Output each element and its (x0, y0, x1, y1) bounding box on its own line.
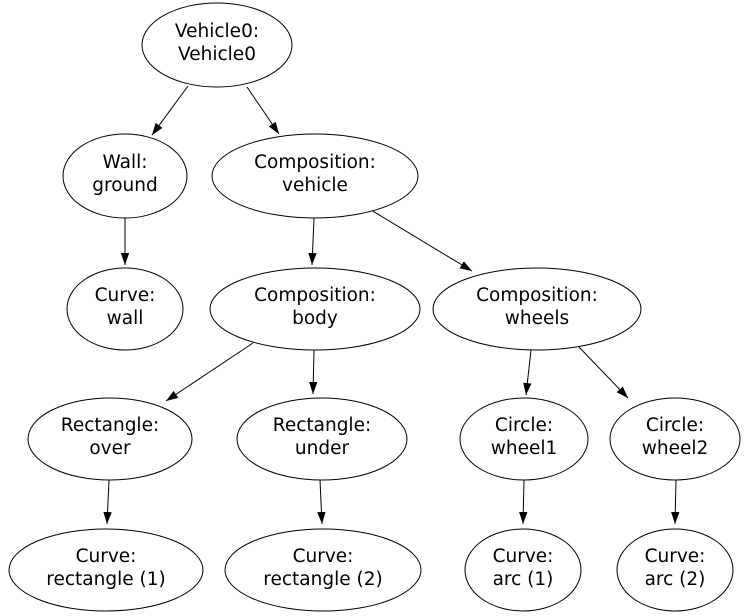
graph-node-circle-wheel1: Circle: wheel1 (459, 397, 589, 481)
node-label-line2: wheel2 (642, 438, 709, 459)
node-ellipse (27, 397, 193, 481)
node-label-line1: Circle: (495, 415, 553, 436)
node-ellipse (609, 397, 741, 481)
node-ellipse (236, 397, 408, 481)
node-ellipse (66, 267, 184, 351)
edge-circle-wheel2-to-curve-arc-2 (671, 479, 680, 525)
graph-node-rectangle-over: Rectangle: over (27, 397, 193, 481)
edge-vehicle0-to-composition-vehicle (246, 86, 280, 135)
edge-vehicle0-to-wall-ground (151, 85, 189, 136)
node-label-line1: Wall: (103, 152, 148, 173)
node-label-line1: Curve: (76, 546, 137, 567)
node-label-line2: arc (2) (645, 569, 706, 590)
graph-node-rectangle-under: Rectangle: under (236, 397, 408, 481)
edge-composition-body-to-rectangle-under (309, 349, 318, 395)
node-label-line1: Vehicle0: (175, 21, 259, 42)
node-ellipse (209, 267, 421, 351)
graph-node-curve-arc-1: Curve: arc (1) (464, 528, 582, 612)
node-label-line2: wheel1 (491, 438, 558, 459)
node-label-line2: rectangle (1) (46, 569, 165, 590)
graph-node-composition-vehicle: Composition: vehicle (211, 133, 419, 219)
edge-circle-wheel1-to-curve-arc-1 (519, 479, 528, 525)
edge-composition-vehicle-to-composition-body (308, 217, 317, 266)
edge-rectangle-under-to-curve-rectangle-2 (317, 479, 326, 525)
node-label-line1: Curve: (293, 546, 354, 567)
node-label-line2: body (292, 308, 338, 329)
node-label-line1: Rectangle: (273, 415, 371, 436)
graph-node-curve-arc-2: Curve: arc (2) (616, 528, 734, 612)
node-label-line1: Curve: (493, 546, 554, 567)
node-label-line2: over (89, 438, 131, 459)
graph-node-wall-ground: Wall: ground (62, 133, 188, 219)
node-label-line1: Composition: (476, 285, 598, 306)
node-ellipse (432, 267, 642, 351)
edge-rectangle-over-to-curve-rectangle-1 (103, 479, 112, 525)
node-label-line1: Composition: (254, 152, 376, 173)
edge-composition-vehicle-to-composition-wheels (370, 209, 473, 272)
graph-node-curve-wall: Curve: wall (66, 267, 184, 351)
graph-node-circle-wheel2: Circle: wheel2 (609, 397, 741, 481)
node-label-line2: wheels (505, 308, 569, 329)
node-label-line2: wall (107, 308, 144, 329)
graph-node-composition-wheels: Composition: wheels (432, 267, 642, 351)
graph-node-vehicle0: Vehicle0: Vehicle0 (141, 2, 293, 88)
node-ellipse (8, 528, 204, 612)
node-ellipse (224, 528, 422, 612)
node-ellipse (464, 528, 582, 612)
node-label-line2: vehicle (282, 175, 348, 196)
edge-composition-wheels-to-circle-wheel2 (576, 344, 629, 399)
graph-node-composition-body: Composition: body (209, 267, 421, 351)
node-label-line1: Curve: (95, 285, 156, 306)
graph-node-curve-rectangle-1: Curve: rectangle (1) (8, 528, 204, 612)
edge-layer (103, 85, 680, 525)
node-label-line1: Rectangle: (61, 415, 159, 436)
node-label-line2: ground (92, 175, 157, 196)
node-ellipse (459, 397, 589, 481)
node-ellipse (62, 133, 188, 219)
node-ellipse (616, 528, 734, 612)
node-layer: Vehicle0: Vehicle0 Wall: ground Composit… (8, 2, 741, 612)
node-label-line2: Vehicle0 (178, 44, 256, 65)
graph-node-curve-rectangle-2: Curve: rectangle (2) (224, 528, 422, 612)
node-label-line2: rectangle (2) (263, 569, 382, 590)
node-label-line1: Composition: (254, 285, 376, 306)
node-ellipse (211, 133, 419, 219)
edge-composition-body-to-rectangle-over (165, 342, 254, 402)
node-label-line1: Circle: (646, 415, 704, 436)
node-ellipse (141, 2, 293, 88)
edge-composition-wheels-to-circle-wheel1 (523, 349, 532, 396)
node-label-line1: Curve: (645, 546, 706, 567)
node-label-line2: arc (1) (493, 569, 554, 590)
node-label-line2: under (295, 438, 350, 459)
